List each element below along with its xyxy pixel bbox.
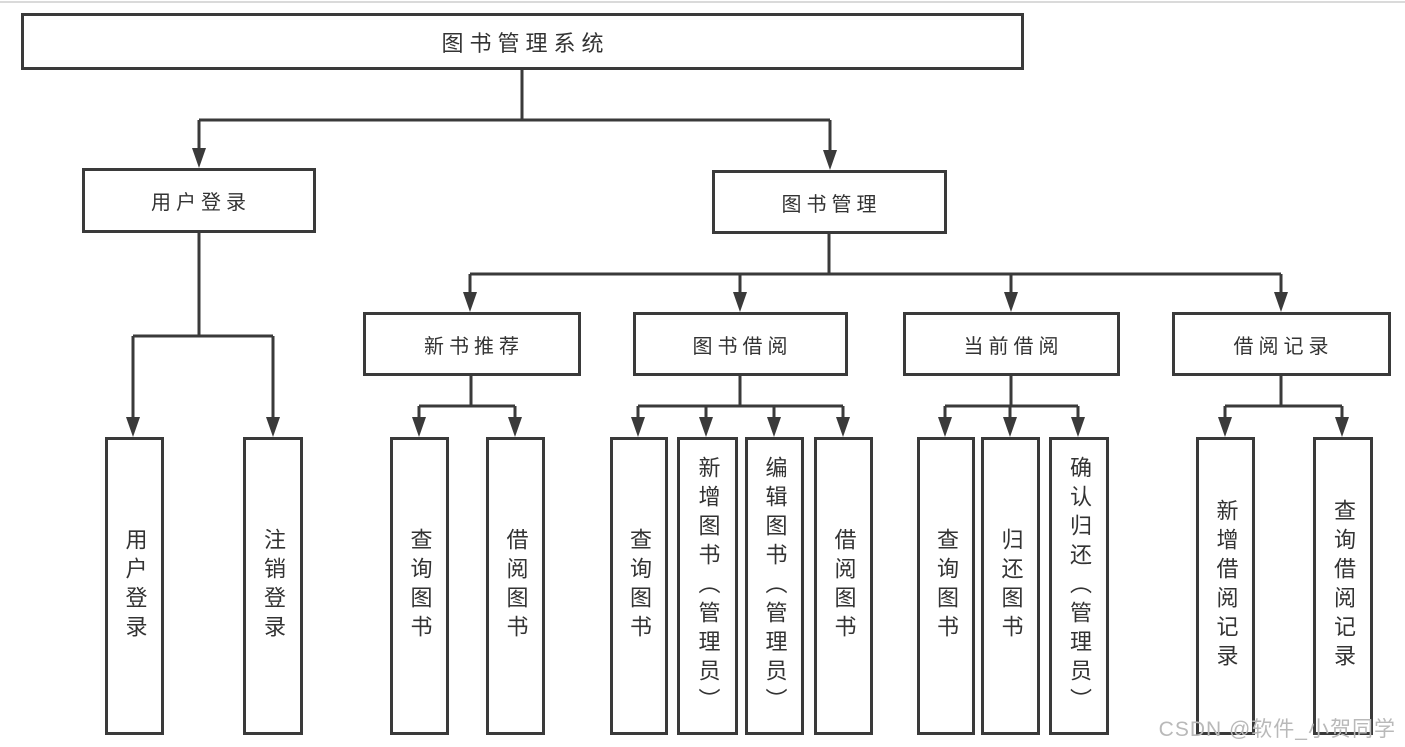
node-borrow-books: 借阅图书 [814, 437, 873, 735]
top-border-line [0, 1, 1405, 3]
node-add-borrow-record-label: 新增借阅记录 [1213, 499, 1239, 673]
node-recommend-query-books: 查询图书 [390, 437, 449, 735]
node-library-system-label: 图书管理系统 [441, 30, 610, 56]
node-library-system: 图书管理系统 [21, 13, 1024, 70]
node-user-login-leaf-label: 用户登录 [122, 528, 148, 644]
node-query-borrow-record: 查询借阅记录 [1313, 437, 1373, 735]
node-logout-label: 注销登录 [261, 528, 286, 644]
node-query-borrow-record-label: 查询借阅记录 [1331, 499, 1356, 673]
watermark: CSDN @软件_小贺同学 [1158, 718, 1396, 741]
node-user-login: 用户登录 [82, 168, 316, 233]
node-book-borrow: 图书借阅 [633, 312, 848, 376]
node-borrow-books-label: 借阅图书 [831, 528, 857, 644]
node-current-query-books: 查询图书 [917, 437, 975, 735]
node-return-books: 归还图书 [981, 437, 1040, 735]
node-user-login-label: 用户登录 [151, 192, 251, 214]
node-add-books-admin-label: 新增图书（管理员） [695, 455, 721, 717]
node-logout: 注销登录 [243, 437, 303, 735]
node-add-borrow-record: 新增借阅记录 [1196, 437, 1255, 735]
node-new-book-recommend-label: 新书推荐 [424, 335, 524, 358]
node-borrow-records: 借阅记录 [1172, 312, 1391, 376]
node-confirm-return-admin-label: 确认归还（管理员） [1067, 455, 1092, 717]
node-current-borrow: 当前借阅 [903, 312, 1120, 376]
node-add-books-admin: 新增图书（管理员） [677, 437, 738, 735]
node-book-management: 图书管理 [712, 170, 947, 234]
node-current-query-books-label: 查询图书 [934, 528, 959, 644]
node-current-borrow-label: 当前借阅 [963, 335, 1064, 358]
node-recommend-borrow-books: 借阅图书 [486, 437, 545, 735]
node-edit-books-admin-label: 编辑图书（管理员） [762, 455, 788, 717]
node-book-management-label: 图书管理 [781, 193, 882, 216]
node-confirm-return-admin: 确认归还（管理员） [1049, 437, 1109, 735]
node-recommend-query-books-label: 查询图书 [407, 528, 433, 644]
node-borrow-query-books: 查询图书 [610, 437, 668, 735]
node-borrow-query-books-label: 查询图书 [627, 528, 652, 644]
node-user-login-leaf: 用户登录 [105, 437, 164, 735]
node-book-borrow-label: 图书借阅 [692, 335, 793, 358]
node-new-book-recommend: 新书推荐 [363, 312, 581, 376]
node-borrow-records-label: 借阅记录 [1233, 335, 1334, 358]
node-edit-books-admin: 编辑图书（管理员） [745, 437, 804, 735]
node-return-books-label: 归还图书 [998, 528, 1024, 644]
node-recommend-borrow-books-label: 借阅图书 [503, 528, 529, 644]
